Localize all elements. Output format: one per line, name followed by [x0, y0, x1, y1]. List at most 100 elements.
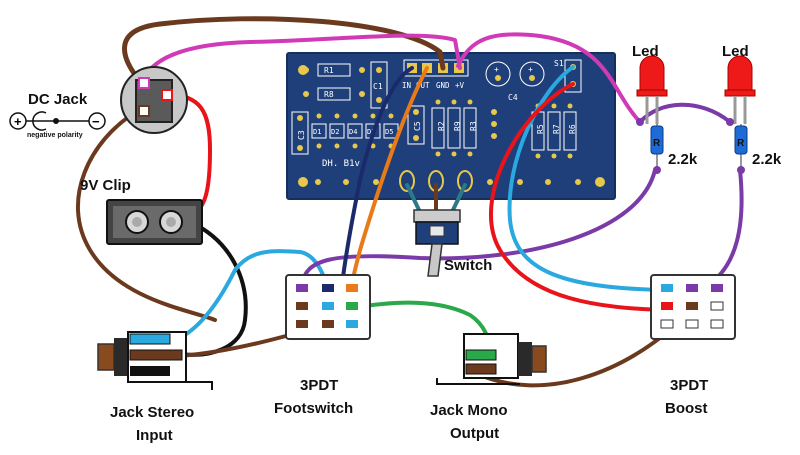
negative-polarity-label: negative polarity — [27, 132, 83, 139]
jack-mono-nut — [531, 345, 547, 373]
boost-label-2: Boost — [665, 400, 708, 417]
switch-terminal-block — [413, 209, 461, 223]
wire-purple-led-boost — [698, 168, 744, 292]
dc-jack-pin — [138, 105, 150, 117]
pcb-transistor-pad — [491, 121, 497, 127]
pcb-label-r2: R2 — [437, 121, 446, 131]
boost-lug — [661, 284, 673, 292]
boost-lug — [710, 319, 724, 329]
jack-mono-label-2: Output — [450, 425, 499, 442]
wire-magenta-v — [140, 33, 462, 85]
led-right-rim — [724, 89, 756, 97]
pcb-label-s1: S1 — [554, 59, 564, 68]
resistor-right-letter: R — [737, 138, 745, 149]
led-left-junction — [653, 166, 661, 174]
jack-stereo-tip-lug — [129, 333, 171, 345]
resistor-left-letter: R — [653, 138, 661, 149]
polarity-center-dot — [53, 118, 59, 124]
wire-teal-switch-right — [450, 183, 467, 214]
boost-lug — [711, 284, 723, 292]
led-left: Led R 2.2k — [632, 43, 698, 174]
boost-3pdt: 3PDT Boost — [650, 274, 736, 417]
pcb-pad-in-label: IN — [402, 81, 411, 90]
wire-purple-fs-boost — [300, 168, 657, 287]
pcb-diodes: D1 D2 D4 D3 D5 — [311, 113, 399, 149]
boost-lug — [685, 319, 699, 329]
footswitch-lug — [296, 320, 308, 328]
polarity-symbol: + − negative polarity — [9, 111, 106, 139]
pcb-switch-pad — [399, 170, 415, 192]
pcb-label-r7: R7 — [552, 124, 561, 134]
pcb-mount-hole — [298, 177, 308, 187]
pcb-switch-pad — [457, 170, 473, 192]
pcb-label-c3: C3 — [297, 130, 306, 140]
pcb-capacitor-c4: + + C4 — [485, 61, 545, 102]
battery-clip-terminal-inner — [166, 217, 176, 227]
jack-mono-sleeve-lug — [465, 363, 497, 375]
footswitch-lug — [322, 320, 334, 328]
jack-mono-tip-lug — [465, 349, 497, 361]
boost-lug — [686, 302, 698, 310]
pcb-pad-v-label: +V — [455, 81, 465, 90]
jack-stereo-ring-lug — [129, 349, 183, 361]
jack-stereo-input: Jack Stereo Input — [97, 331, 213, 444]
battery-clip-label: 9V Clip — [80, 177, 131, 194]
footswitch-label-2: Footswitch — [274, 400, 353, 417]
pcb-substrate — [286, 52, 616, 200]
pcb-label-d4: D4 — [349, 128, 357, 136]
pcb-plus-mark: + — [494, 65, 499, 74]
polarity-minus-circle — [88, 112, 106, 130]
jack-stereo-bushing — [114, 338, 128, 376]
footswitch-lug — [346, 320, 358, 328]
pcb-label-r1: R1 — [324, 66, 334, 75]
wire-red-dc-clip — [166, 92, 212, 214]
pcb-mount-hole — [595, 177, 605, 187]
pcb-label-r6: R6 — [568, 124, 577, 134]
jack-mono-label-1: Jack Mono — [430, 402, 508, 419]
jack-stereo-leaf — [128, 381, 213, 390]
dc-jack: DC Jack + − negative polarity — [9, 66, 188, 139]
wire-red-s1-boost — [488, 82, 667, 312]
wire-teal-switch-left — [405, 183, 422, 214]
pcb-transistor-pad — [491, 109, 497, 115]
pcb-pad-out-label: OUT — [416, 81, 430, 90]
pcb-resistor-r1: R1 — [303, 63, 365, 77]
pcb-plus-mark: + — [528, 65, 533, 74]
dc-jack-pin — [161, 89, 173, 101]
dc-jack-pin — [138, 77, 150, 89]
pcb-label-r3: R3 — [469, 121, 478, 131]
footswitch-lug — [346, 302, 358, 310]
led-right-bulb — [727, 55, 753, 91]
pcb-label-d2: D2 — [331, 128, 339, 136]
footswitch-lug — [296, 302, 308, 310]
led-left-anode-junction — [636, 118, 644, 126]
pcb-label-c4: C4 — [508, 93, 518, 102]
resistor-right-value: 2.2k — [752, 151, 782, 168]
jack-mono-output: Jack Mono Output — [430, 333, 547, 442]
wire-navy-in — [340, 66, 414, 287]
boost-lug — [660, 319, 674, 329]
led-left-bulb — [639, 55, 665, 91]
jack-stereo-label-2: Input — [136, 427, 173, 444]
battery-clip: 9V Clip — [80, 177, 203, 245]
pcb-transistor-pad — [491, 133, 497, 139]
wire-brown-dc-to-stereo — [75, 110, 217, 322]
boost-lug — [710, 301, 724, 311]
switch-lever[interactable] — [427, 243, 443, 277]
toggle-switch: Switch — [413, 209, 492, 277]
footswitch-lug — [322, 302, 334, 310]
pcb-label-r9: R9 — [453, 121, 462, 131]
wire-blue-stereo-fs — [173, 249, 332, 342]
polarity-minus-sign: − — [92, 114, 100, 129]
pcb-board-name: DH. B1v — [322, 159, 360, 169]
jack-stereo-sleeve-lug — [130, 366, 170, 376]
led-right: Led R 2.2k — [636, 43, 782, 174]
footswitch-lug — [322, 284, 334, 292]
pcb-capacitor-c3: C3 — [291, 111, 309, 155]
pcb-label-d1: D1 — [313, 128, 321, 136]
pcb-label-r8: R8 — [324, 90, 334, 99]
wire-magenta-led — [456, 32, 642, 124]
battery-clip-terminal-inner — [132, 217, 142, 227]
jack-stereo-nut — [97, 343, 115, 371]
